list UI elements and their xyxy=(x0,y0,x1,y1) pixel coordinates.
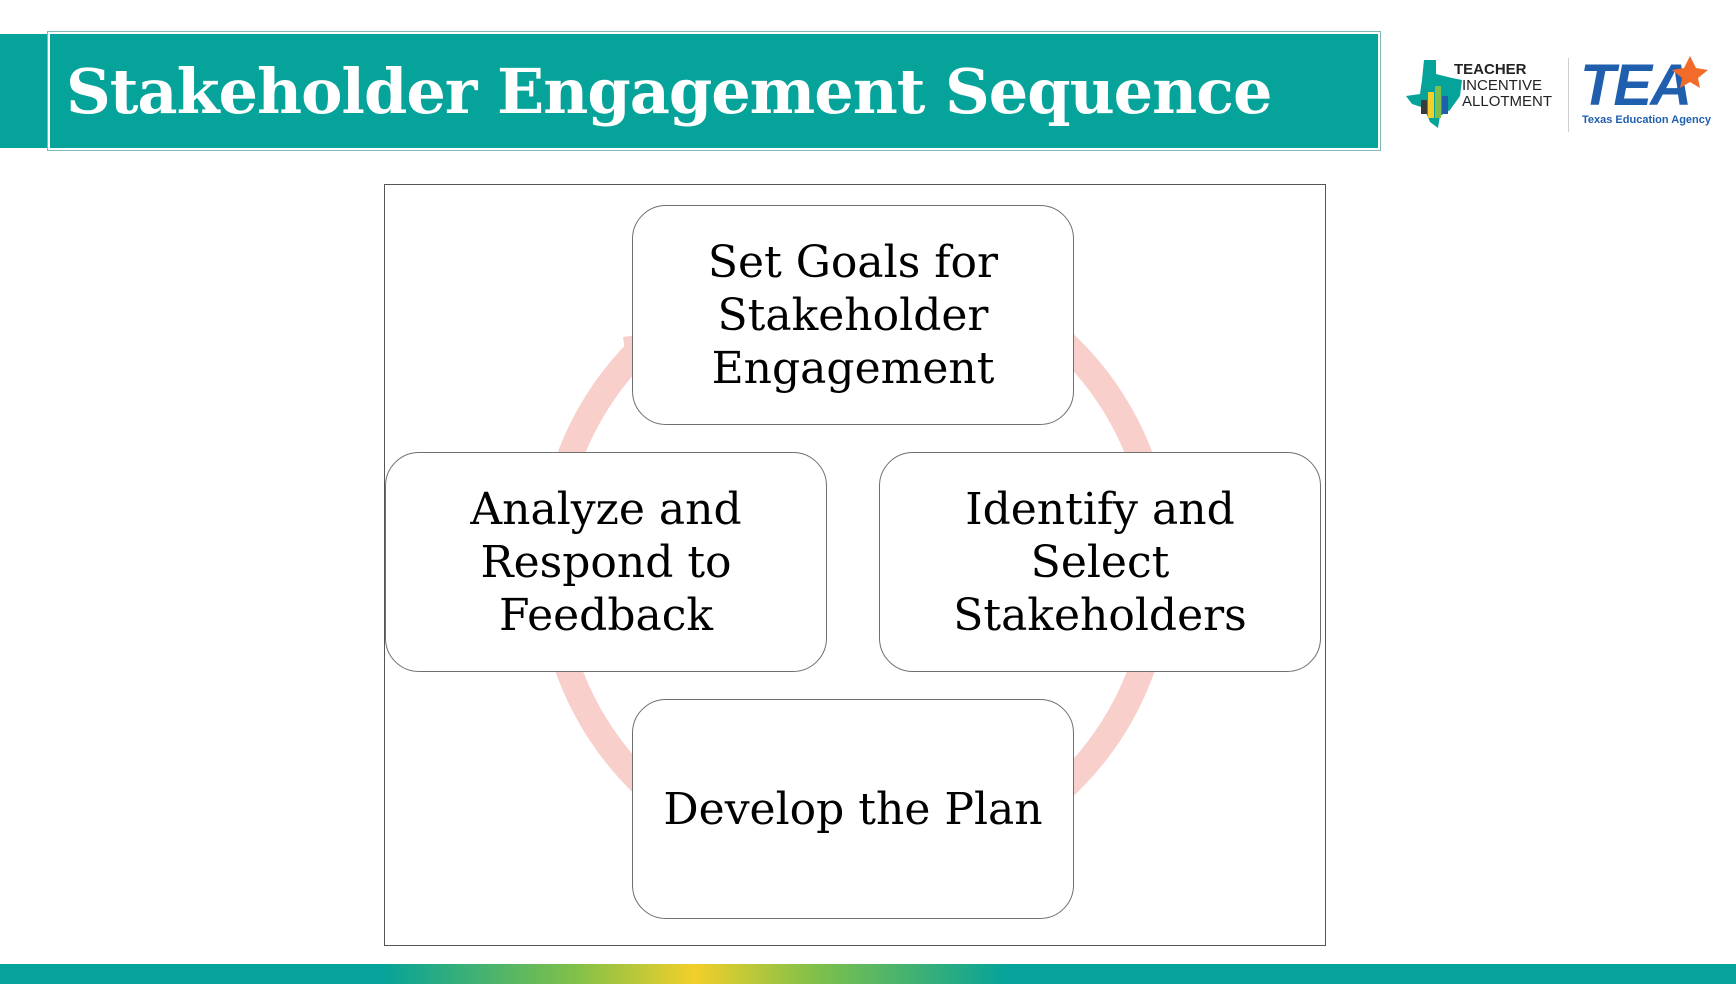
cycle-node-label: Identify and Select Stakeholders xyxy=(953,483,1247,641)
tea-logo-mark: TEA xyxy=(1580,53,1692,118)
tia-line-2: INCENTIVE xyxy=(1462,77,1543,94)
cycle-node-analyze-feedback: Analyze and Respond to Feedback xyxy=(385,452,827,672)
tia-line-1: TEACHER xyxy=(1454,61,1527,78)
tia-line-3: ALLOTMENT xyxy=(1462,93,1553,110)
teacher-incentive-allotment-logo: TEACHER INCENTIVE ALLOTMENT xyxy=(1406,56,1556,134)
tea-star-icon xyxy=(1672,56,1708,88)
cycle-node-identify-stakeholders: Identify and Select Stakeholders xyxy=(879,452,1321,672)
header-logos: TEACHER INCENTIVE ALLOTMENT TEA Texas Ed… xyxy=(1400,50,1730,140)
texas-shape-icon xyxy=(1406,60,1462,128)
cycle-node-set-goals: Set Goals for Stakeholder Engagement xyxy=(632,205,1074,425)
cycle-node-label: Set Goals for Stakeholder Engagement xyxy=(707,236,999,394)
cycle-node-develop-plan: Develop the Plan xyxy=(632,699,1074,919)
logo-divider xyxy=(1568,58,1569,132)
footer-gradient-bar xyxy=(0,964,1736,984)
tea-logo-subtitle: Texas Education Agency xyxy=(1582,114,1711,126)
cycle-node-label: Develop the Plan xyxy=(663,783,1043,835)
cycle-node-label: Analyze and Respond to Feedback xyxy=(470,483,742,641)
slide-title: Stakeholder Engagement Sequence xyxy=(66,54,1272,128)
title-accent-block xyxy=(0,34,48,148)
title-banner: Stakeholder Engagement Sequence xyxy=(47,31,1381,151)
cycle-diagram: Set Goals for Stakeholder Engagement Ide… xyxy=(384,184,1326,946)
